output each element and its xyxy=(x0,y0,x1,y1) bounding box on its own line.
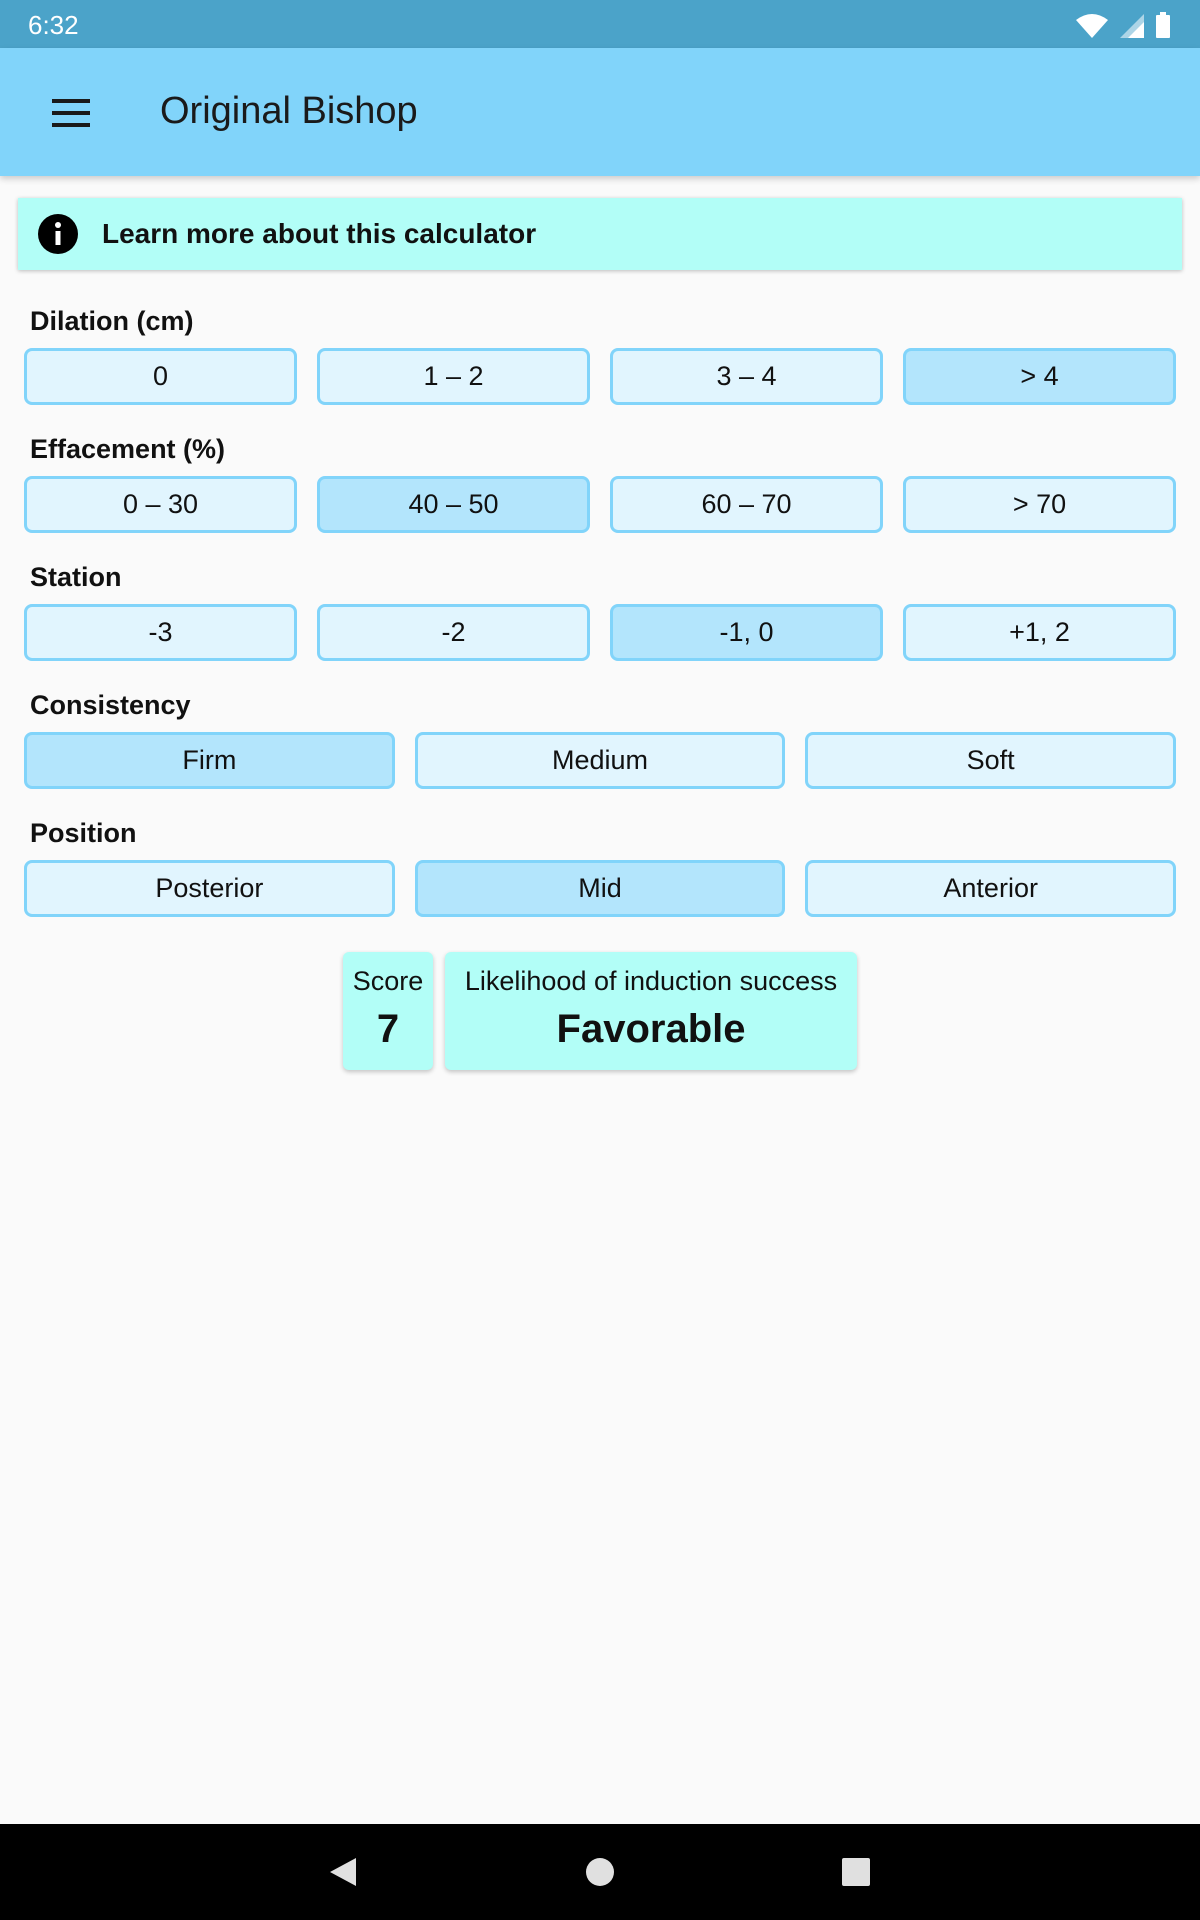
likelihood-card: Likelihood of induction success Favorabl… xyxy=(445,952,857,1070)
dilation-options: 0 1 – 2 3 – 4 > 4 xyxy=(24,348,1176,405)
position-label: Position xyxy=(30,818,137,848)
dilation-option-gt-4[interactable]: > 4 xyxy=(903,348,1176,405)
status-time: 6:32 xyxy=(28,10,79,40)
consistency-label: Consistency xyxy=(30,690,191,720)
effacement-option-40-50[interactable]: 40 – 50 xyxy=(317,476,590,533)
dilation-option-0[interactable]: 0 xyxy=(24,348,297,405)
position-options: Posterior Mid Anterior xyxy=(24,860,1177,917)
page-title: Original Bishop xyxy=(160,90,418,132)
learn-more-banner[interactable]: Learn more about this calculator xyxy=(18,198,1182,270)
dilation-option-3-4[interactable]: 3 – 4 xyxy=(610,348,883,405)
position-option-anterior[interactable]: Anterior xyxy=(805,860,1177,917)
learn-more-label: Learn more about this calculator xyxy=(102,218,537,249)
score-value: 7 xyxy=(376,1007,400,1051)
consistency-option-firm[interactable]: Firm xyxy=(24,732,395,789)
app-bar: Original Bishop xyxy=(0,48,1200,176)
effacement-label: Effacement (%) xyxy=(30,434,226,464)
effacement-option-60-70[interactable]: 60 – 70 xyxy=(610,476,883,533)
consistency-option-soft[interactable]: Soft xyxy=(805,732,1177,789)
consistency-option-medium[interactable]: Medium xyxy=(414,732,786,789)
hamburger-menu-icon[interactable] xyxy=(52,99,92,127)
status-icons xyxy=(1076,12,1170,38)
back-triangle-icon[interactable] xyxy=(322,1852,362,1892)
station-option-minus-3[interactable]: -3 xyxy=(24,604,297,661)
battery-icon xyxy=(1156,12,1170,38)
recents-square-icon[interactable] xyxy=(836,1852,876,1892)
effacement-options: 0 – 30 40 – 50 60 – 70 > 70 xyxy=(24,476,1176,533)
likelihood-value: Favorable xyxy=(556,1007,746,1051)
effacement-option-gt-70[interactable]: > 70 xyxy=(903,476,1176,533)
position-option-posterior[interactable]: Posterior xyxy=(24,860,395,917)
position-option-mid[interactable]: Mid xyxy=(414,860,786,917)
station-option-minus-1-0[interactable]: -1, 0 xyxy=(610,604,883,661)
dilation-label: Dilation (cm) xyxy=(30,306,194,336)
info-icon xyxy=(38,214,78,254)
wifi-icon xyxy=(1076,14,1108,38)
score-label: Score xyxy=(352,966,424,996)
home-circle-icon[interactable] xyxy=(580,1852,620,1892)
station-label: Station xyxy=(30,562,122,592)
system-nav-bar xyxy=(0,1824,1200,1920)
cell-signal-icon xyxy=(1120,14,1144,38)
station-option-plus-1-2[interactable]: +1, 2 xyxy=(903,604,1176,661)
effacement-option-0-30[interactable]: 0 – 30 xyxy=(24,476,297,533)
score-card: Score 7 xyxy=(343,952,433,1070)
station-options: -3 -2 -1, 0 +1, 2 xyxy=(24,604,1176,661)
station-option-minus-2[interactable]: -2 xyxy=(317,604,590,661)
dilation-option-1-2[interactable]: 1 – 2 xyxy=(317,348,590,405)
status-bar: 6:32 xyxy=(0,0,1200,48)
consistency-options: Firm Medium Soft xyxy=(24,732,1177,789)
likelihood-label: Likelihood of induction success xyxy=(464,966,838,996)
result-panel: Score 7 Likelihood of induction success … xyxy=(0,952,1200,1070)
